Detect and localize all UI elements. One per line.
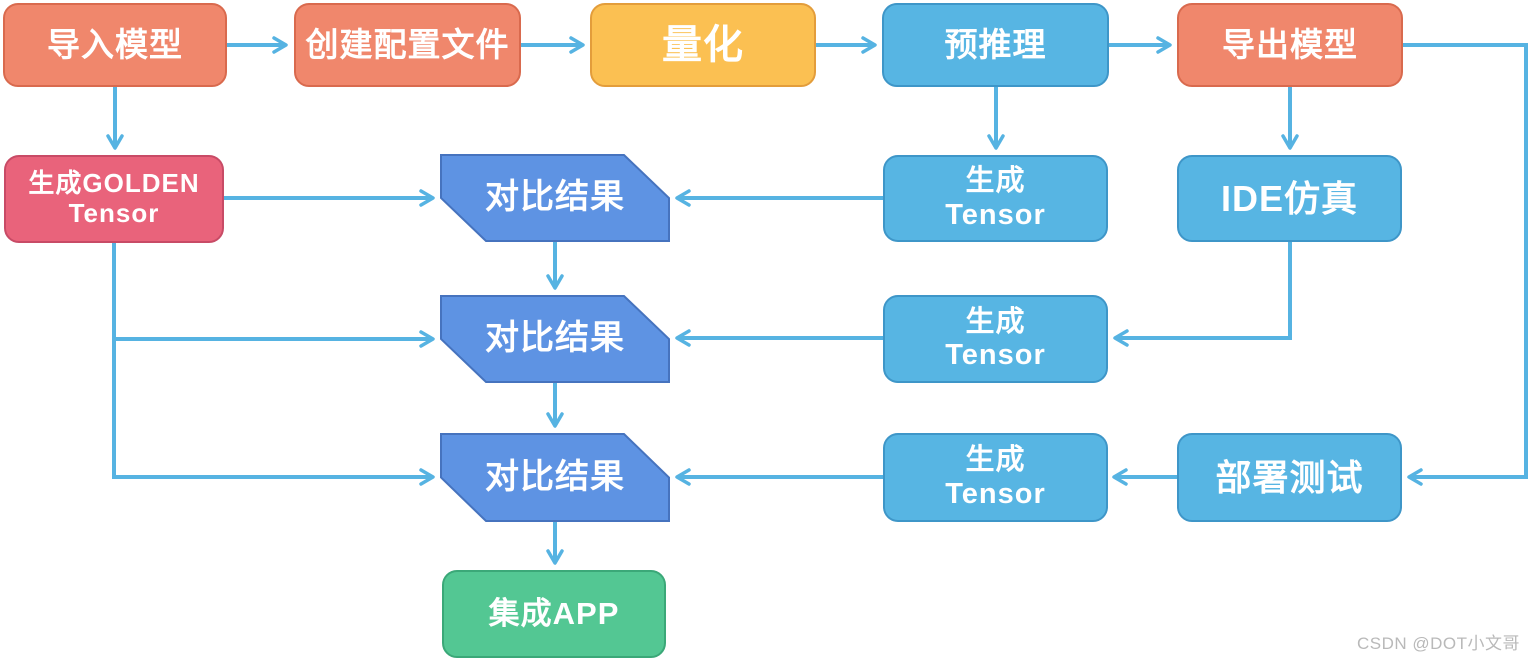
node-label-line1: 生成GOLDEN	[28, 168, 200, 199]
edge-export-loop-deploy	[1403, 43, 1528, 486]
node-import-model: 导入模型	[3, 3, 227, 87]
node-label-line2: Tensor	[945, 339, 1046, 371]
node-gen-tensor-3: 生成 Tensor	[883, 433, 1108, 522]
node-label: 对比结果	[485, 457, 625, 496]
node-gen-tensor-2: 生成 Tensor	[883, 295, 1108, 383]
node-quantize: 量化	[590, 3, 816, 87]
node-label: 集成APP	[488, 596, 620, 632]
node-label-line1: 生成	[965, 305, 1026, 338]
node-label-line1: 生成	[965, 444, 1026, 477]
hexagon-shape	[440, 295, 670, 383]
node-label: 预推理	[944, 26, 1047, 64]
hexagon-shape	[440, 154, 670, 242]
watermark-text: CSDN @DOT小文哥	[1356, 634, 1520, 653]
node-label: IDE仿真	[1220, 177, 1358, 219]
node-gen-tensor-1: 生成 Tensor	[883, 155, 1108, 242]
node-label-line1: 生成	[965, 165, 1026, 198]
node-label-line2: Tensor	[945, 477, 1046, 510]
node-golden-tensor: 生成GOLDEN Tensor	[4, 155, 224, 243]
node-label: 导出模型	[1222, 26, 1358, 64]
node-export-model: 导出模型	[1177, 3, 1403, 87]
node-label: 对比结果	[485, 319, 625, 358]
node-label-line2: Tensor	[945, 198, 1046, 231]
node-create-config: 创建配置文件	[294, 3, 521, 87]
hexagon-shape	[440, 433, 670, 522]
node-compare-result-2: 对比结果	[440, 295, 670, 383]
node-label: 导入模型	[47, 26, 183, 64]
edge-ide-to-tensor2	[1113, 242, 1292, 347]
edge-golden-to-compare3	[112, 243, 435, 486]
node-compare-result-1: 对比结果	[440, 154, 670, 242]
node-deploy-test: 部署测试	[1177, 433, 1402, 522]
node-label: 对比结果	[485, 178, 625, 217]
node-label: 创建配置文件	[305, 26, 510, 64]
node-integrate-app: 集成APP	[442, 570, 666, 658]
node-label: 量化	[662, 23, 744, 67]
node-pre-inference: 预推理	[882, 3, 1109, 87]
node-label: 部署测试	[1215, 456, 1364, 498]
node-label-line2: Tensor	[68, 198, 160, 228]
node-ide-sim: IDE仿真	[1177, 155, 1402, 242]
node-compare-result-3: 对比结果	[440, 433, 670, 522]
